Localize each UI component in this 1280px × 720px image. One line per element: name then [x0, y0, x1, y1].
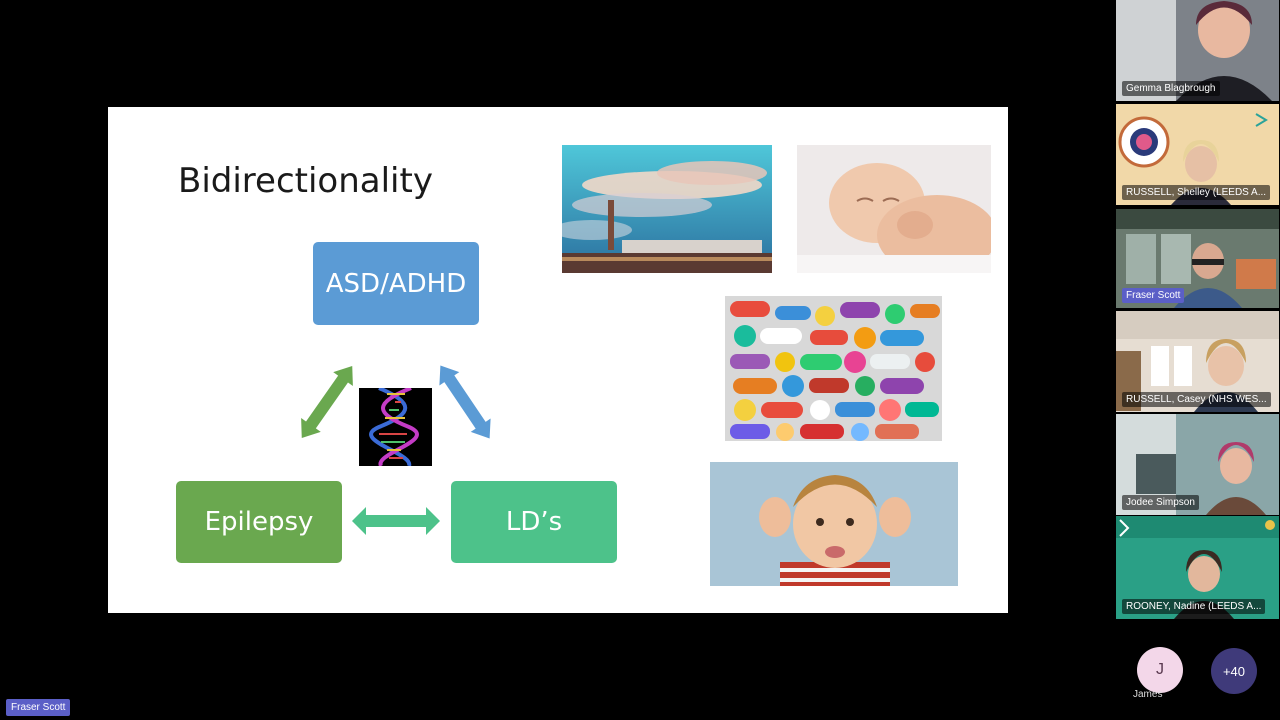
participant-tile[interactable]: Gemma Blagbrough: [1116, 0, 1279, 101]
pills-image: [725, 296, 942, 441]
box-lds: LD’s: [451, 481, 617, 563]
box-epilepsy: Epilepsy: [176, 481, 342, 563]
participant-name: ROONEY, Nadine (LEEDS A...: [1122, 599, 1266, 614]
participant-name: RUSSELL, Casey (NHS WES...: [1122, 392, 1271, 407]
diagram-arrows: [301, 365, 491, 535]
arrow-epilepsy-asd: [301, 365, 353, 439]
participant-name: Fraser Scott: [1122, 288, 1185, 303]
participant-tile[interactable]: ROONEY, Nadine (LEEDS A...: [1116, 516, 1279, 619]
child-image: [710, 462, 958, 586]
participant-tile[interactable]: Fraser Scott: [1116, 209, 1279, 308]
participant-tile[interactable]: RUSSELL, Shelley (LEEDS A...: [1116, 104, 1279, 205]
baby-image: [797, 145, 991, 273]
presenter-name-tag: Fraser Scott: [6, 699, 71, 716]
slide-title: Bidirectionality: [178, 161, 433, 201]
participant-name: Jodee Simpson: [1122, 495, 1199, 510]
participant-video: [1116, 209, 1279, 308]
more-participants-button[interactable]: +40: [1211, 648, 1257, 694]
arrow-asd-lds: [439, 365, 491, 439]
box-asd-adhd: ASD/ADHD: [313, 242, 479, 325]
participant-avatar-name: James: [1133, 689, 1163, 700]
factory-pollution-image: [562, 145, 772, 273]
participant-avatar[interactable]: J: [1137, 647, 1183, 693]
participant-tile[interactable]: RUSSELL, Casey (NHS WES...: [1116, 311, 1279, 412]
participant-name: Gemma Blagbrough: [1122, 81, 1220, 96]
dna-image: [359, 386, 432, 467]
arrow-epilepsy-lds: [352, 507, 440, 535]
participant-tile[interactable]: Jodee Simpson: [1116, 414, 1279, 515]
participant-name: RUSSELL, Shelley (LEEDS A...: [1122, 185, 1271, 200]
shared-slide: Bidirectionality ASD/ADHD Epilepsy LD’s: [108, 107, 1008, 613]
